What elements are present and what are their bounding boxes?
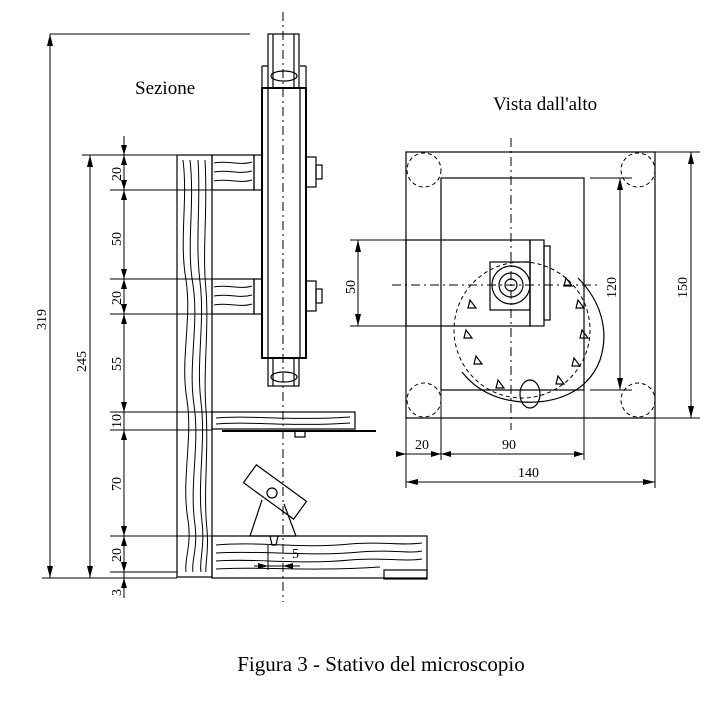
svg-text:3: 3 <box>110 589 125 596</box>
dimension-319: 319 <box>35 33 250 579</box>
svg-text:50: 50 <box>110 232 125 246</box>
svg-text:55: 55 <box>110 357 125 371</box>
upper-clamp-block <box>211 154 255 191</box>
svg-text:90: 90 <box>502 438 516 453</box>
section-view: Sezione <box>35 12 428 602</box>
section-label: Sezione <box>135 78 195 99</box>
svg-text:10: 10 <box>110 414 125 428</box>
body-tube <box>253 33 323 387</box>
svg-text:20: 20 <box>110 291 125 305</box>
top-column-bracket <box>405 239 551 327</box>
dimension-150: 150 <box>655 151 700 419</box>
svg-text:70: 70 <box>110 477 125 491</box>
dimension-120: 120 <box>590 177 632 391</box>
svg-text:20: 20 <box>110 167 125 181</box>
dimension-20-90: 20 90 <box>396 390 585 488</box>
stage-plate <box>211 411 376 438</box>
svg-text:245: 245 <box>75 351 90 372</box>
figure-caption: Figura 3 - Stativo del microscopio <box>237 652 525 676</box>
lower-clamp-block <box>211 278 255 315</box>
dimension-5: 5 <box>254 545 300 570</box>
dimension-140: 140 <box>406 418 656 488</box>
svg-text:120: 120 <box>605 277 620 298</box>
top-view: Vista dall'alto <box>344 94 700 488</box>
svg-text:50: 50 <box>344 280 359 294</box>
vertical-column-board <box>176 154 213 578</box>
mirror-assembly <box>242 464 308 546</box>
segment-dimension-chain: 20 50 20 55 10 70 20 3 <box>110 136 262 598</box>
base-board <box>211 535 428 580</box>
svg-text:319: 319 <box>35 309 50 330</box>
svg-text:140: 140 <box>518 466 539 481</box>
svg-text:5: 5 <box>292 547 299 562</box>
svg-text:20: 20 <box>415 438 429 453</box>
svg-text:20: 20 <box>110 548 125 562</box>
top-view-label: Vista dall'alto <box>493 94 597 115</box>
top-mirror-disc <box>453 261 605 409</box>
top-inner-board <box>440 177 585 391</box>
dimension-50: 50 <box>344 239 406 327</box>
dimension-245: 245 <box>75 154 177 578</box>
svg-text:150: 150 <box>676 277 691 298</box>
